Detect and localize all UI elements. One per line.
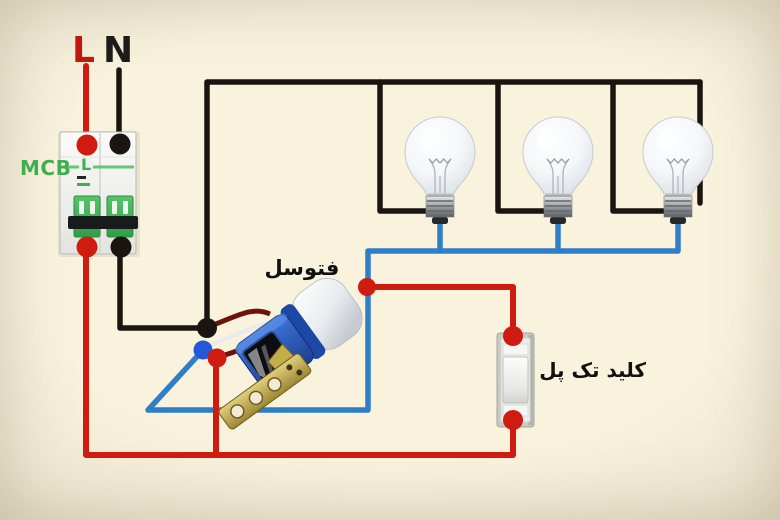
switch-terminal-top [503,326,523,346]
mcb-label: MCB [20,156,72,180]
neutral-wire-riser-and-top-bus [204,79,703,331]
neutral-drop-lamp2 [495,79,550,214]
junction-photocell-load-dot [193,340,213,360]
load-bus-to-photocell [145,217,681,413]
mcb-terminal-neutral-bottom [110,236,132,258]
mcb-device [58,131,140,257]
neutral-drop-lamp3 [610,79,666,214]
phase-mcb-to-switch [83,244,516,458]
switch-label: کلید تک پل [539,358,646,382]
switch-output-wire [364,284,516,338]
neutral-wire-mcb-to-junction [117,244,210,331]
load-wiring [145,217,681,413]
mcb-terminal-neutral-top [109,133,131,155]
switch-terminal-bottom [503,410,523,430]
neutral-drop-lamp1 [377,79,433,214]
light-bulb-1 [404,116,476,225]
mcb-pole-marking: L [79,155,94,174]
photocell-label: فتوسل [264,256,340,280]
neutral-wiring [116,67,703,331]
junction-photocell-phase-dot [207,348,227,368]
junction-neutral-dot [197,318,217,338]
light-bulb-3 [642,116,714,225]
junction-switch-load-dot [358,278,376,296]
mcb-terminal-line-bottom [76,236,98,258]
photocell-device [218,277,363,430]
light-bulb-2 [522,116,594,225]
switch-device [496,332,535,428]
mcb-terminal-line-top [76,134,98,156]
neutral-label: N [103,30,134,71]
mounting-bracket [218,343,312,430]
photocell-collar [280,304,326,359]
junction-dots [76,133,523,430]
mcb-handle-bar [68,216,138,229]
phase-wiring [83,63,516,458]
line-label: L [72,30,95,71]
switch-rocker [502,356,529,404]
